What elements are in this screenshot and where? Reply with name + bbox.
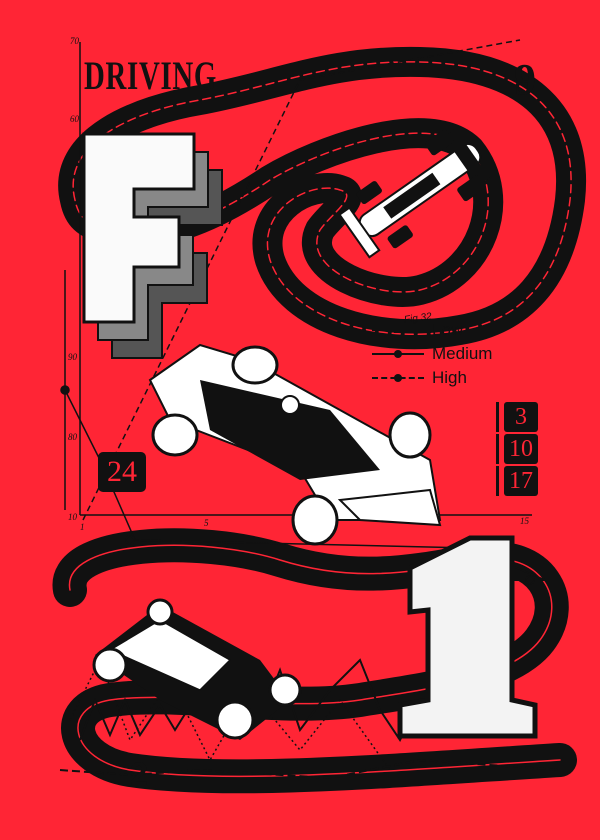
legend-item-medium: Medium: [372, 342, 492, 366]
y-tick: 10: [68, 512, 77, 522]
y-tick: 60: [70, 114, 79, 124]
race-car-top: [338, 128, 490, 259]
poster-title: DRIVING: [84, 53, 218, 98]
big-letter-f: [82, 132, 223, 359]
big-number-one: [397, 535, 538, 739]
x-tick: 5: [204, 518, 209, 528]
number-box-value: 17: [504, 466, 538, 496]
number-box: 10: [496, 434, 540, 464]
number-box: 17: [496, 466, 540, 496]
legend-item-low: Low: [372, 318, 492, 342]
solid-dot-line-icon: [372, 350, 424, 358]
number-box-value: 10: [504, 434, 538, 464]
legend-item-high: High: [372, 366, 492, 390]
number-box-value: 3: [504, 402, 538, 432]
legend-label: High: [432, 368, 467, 387]
legend: Low Medium High: [372, 318, 492, 390]
y-tick: 90: [68, 352, 77, 362]
race-car-bottom: [92, 598, 302, 740]
x-tick: 1: [80, 522, 85, 532]
y-tick: 80: [68, 432, 77, 442]
legend-label: Medium: [432, 344, 493, 363]
legend-label: Low: [432, 320, 464, 339]
upper-race-track: [58, 46, 587, 350]
number-badge: 24: [98, 452, 146, 492]
dashed-dot-line-icon: [372, 374, 424, 382]
number-box: 3: [496, 402, 540, 432]
bottom-number: 2: [130, 756, 148, 792]
issue-number: 9: [514, 55, 536, 104]
y-tick: 70: [70, 36, 79, 46]
solid-square-line-icon: [372, 327, 424, 333]
x-tick: 15: [520, 516, 529, 526]
race-car-middle: [148, 343, 442, 546]
